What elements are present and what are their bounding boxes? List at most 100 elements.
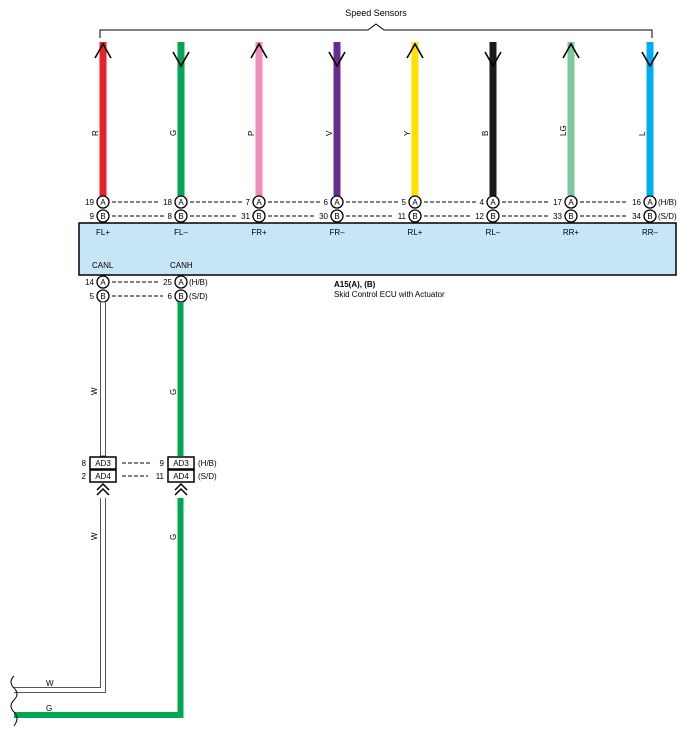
- pin-a: A: [486, 195, 500, 209]
- wire-color-label: G: [169, 130, 178, 136]
- pin-a-letter: A: [100, 198, 106, 207]
- sensor-wires: RAB199GAB188PAB731VAB630YAB511BAB412LGAB…: [85, 42, 677, 223]
- wire-body: [99, 42, 107, 196]
- wire-arrow-icon: [562, 42, 580, 59]
- pin-a: A: [643, 195, 657, 209]
- junction-right-top-pin: 9: [160, 459, 165, 468]
- pin-b: B: [564, 209, 578, 223]
- wire-arrow-icon: [172, 51, 190, 68]
- pin-a-number: 19: [85, 198, 94, 207]
- connector-chevron-icon: [96, 482, 110, 496]
- pin-b-number: 9: [90, 212, 95, 221]
- canh-wire-upper: [177, 302, 184, 456]
- connector-chevron-icon: [174, 482, 188, 496]
- junction-left-top-box: [89, 456, 117, 470]
- pin-a-circle: [96, 195, 110, 209]
- junction-left-bottom: AD4: [89, 469, 117, 483]
- lower-wires: W G W G: [10, 498, 184, 727]
- junction-right-bottom-label: AD4: [173, 472, 189, 481]
- ecu-name: A15(A), (B): [334, 280, 376, 289]
- canl-pin-b: B: [96, 289, 110, 303]
- canh-pin-b: B: [174, 289, 188, 303]
- pin-a-circle: [174, 195, 188, 209]
- pin-b-circle: [643, 209, 657, 223]
- pin-b-circle: [486, 209, 500, 223]
- wire-body: [567, 42, 575, 196]
- junction-left-bottom-box: [89, 469, 117, 483]
- pin-a: A: [96, 195, 110, 209]
- pin-b-letter: B: [178, 212, 183, 221]
- pin-b-letter: B: [334, 212, 339, 221]
- pin-a-letter: A: [647, 198, 653, 207]
- pin-a: A: [330, 195, 344, 209]
- canh-pin-b-letter: B: [178, 292, 183, 301]
- wire-body: [489, 42, 497, 196]
- pin-a-circle: [252, 195, 266, 209]
- can-variant-hb: (H/B): [189, 278, 208, 287]
- pin-b: B: [643, 209, 657, 223]
- pin-a-letter: A: [256, 198, 262, 207]
- pin-a-circle: [486, 195, 500, 209]
- ecu-terminal-6: RR+: [563, 228, 580, 237]
- junction-variant-hb: (H/B): [198, 459, 217, 468]
- canl-pin-a-letter: A: [100, 278, 106, 287]
- w-wire-fill: [14, 498, 105, 692]
- wire-body: [411, 42, 419, 196]
- pin-a: A: [408, 195, 422, 209]
- canl-label: CANL: [92, 261, 114, 270]
- junction-right-top: AD3: [167, 456, 195, 470]
- canh-pin-a-letter: A: [178, 278, 184, 287]
- wire-arrow-icon: [484, 51, 502, 68]
- pin-a-number: 4: [480, 198, 485, 207]
- pin-a-circle: [330, 195, 344, 209]
- pin-b-number: 33: [553, 212, 562, 221]
- pin-a-number: 18: [163, 198, 172, 207]
- variant-sd-label: (S/D): [658, 212, 677, 221]
- can-wires: W G: [90, 301, 184, 457]
- ecu-terminal-1: FL–: [174, 228, 188, 237]
- pin-b: B: [330, 209, 344, 223]
- pin-a-number: 7: [246, 198, 251, 207]
- ecu-terminal-7: RR–: [642, 228, 659, 237]
- pin-b: B: [96, 209, 110, 223]
- pin-a-number: 16: [632, 198, 641, 207]
- pin-a-number: 6: [324, 198, 329, 207]
- wire-color-label: V: [325, 130, 334, 136]
- canh-pin-a-number: 25: [163, 278, 172, 287]
- pin-b-letter: B: [412, 212, 417, 221]
- canl-pin-a-number: 14: [85, 278, 94, 287]
- wire-color-label: B: [481, 131, 490, 136]
- junction-variant-sd: (S/D): [198, 472, 217, 481]
- pin-a-circle: [564, 195, 578, 209]
- pin-a-circle: [643, 195, 657, 209]
- wire-arrow-icon: [328, 51, 346, 68]
- pin-b-circle: [408, 209, 422, 223]
- canh-label: CANH: [170, 261, 193, 270]
- pin-b-number: 34: [632, 212, 641, 221]
- junction-right-top-box: [167, 456, 195, 470]
- junction-right-bottom-pin: 11: [156, 472, 165, 481]
- pin-a-number: 5: [402, 198, 407, 207]
- pin-a-letter: A: [412, 198, 418, 207]
- pin-a-letter: A: [334, 198, 340, 207]
- pin-a: A: [252, 195, 266, 209]
- wire-body: [177, 42, 185, 196]
- pin-b-circle: [330, 209, 344, 223]
- pin-b: B: [252, 209, 266, 223]
- pin-b: B: [174, 209, 188, 223]
- ecu-terminal-0: FL+: [96, 228, 110, 237]
- junction-right-bottom: AD4: [167, 469, 195, 483]
- ecu-terminal-5: RL–: [486, 228, 501, 237]
- wire-color-label: Y: [403, 130, 412, 136]
- pin-b-number: 31: [241, 212, 250, 221]
- wire-arrow-icon: [94, 42, 112, 59]
- pin-a-letter: A: [568, 198, 574, 207]
- canl-wire-upper: [100, 301, 106, 457]
- g-wire-label-end: G: [46, 704, 52, 713]
